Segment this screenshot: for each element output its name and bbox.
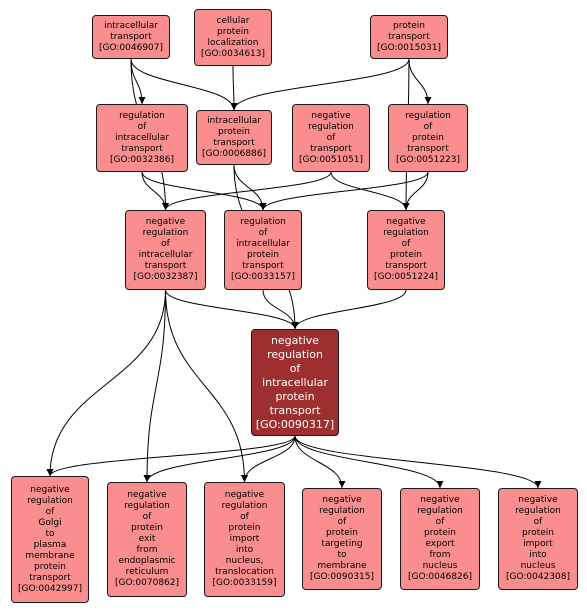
- node-regulation-of-protein-transport[interactable]: regulation of protein transport [GO:0051…: [388, 104, 468, 172]
- edge-GO0046907-to-GO0006886: [130, 58, 238, 111]
- edge-GO0006886-to-GO0033157: [233, 164, 267, 211]
- edge-GO0051051-to-GO0032387: [162, 171, 332, 211]
- edge-GO0090317-to-GO0033159: [241, 435, 296, 483]
- node-negative-regulation-of-protein-exit-from-er[interactable]: negative regulation of protein exit from…: [107, 482, 187, 597]
- edge-GO0051224-to-GO0090317: [291, 289, 407, 330]
- edge-GO0090317-to-GO0042308: [294, 435, 542, 489]
- node-negative-regulation-of-protein-transport[interactable]: negative regulation of protein transport…: [367, 210, 445, 290]
- node-negative-regulation-of-protein-export-from-nucleus[interactable]: negative regulation of protein export fr…: [400, 488, 480, 590]
- edge-GO0051223-to-GO0051224: [402, 171, 429, 211]
- node-negative-regulation-of-transport[interactable]: negative regulation of transport [GO:005…: [292, 104, 370, 172]
- edge-GO0032387-to-GO0090317: [165, 289, 299, 330]
- node-negative-regulation-of-intracellular-protein-transport[interactable]: negative regulation of intracellular pro…: [251, 329, 339, 436]
- edge-GO0032387-to-GO0042997: [46, 289, 166, 477]
- node-negative-regulation-of-intracellular-transport[interactable]: negative regulation of intracellular tra…: [125, 210, 206, 290]
- node-intracellular-protein-transport[interactable]: intracellular protein transport [GO:0006…: [196, 110, 272, 165]
- node-intracellular-transport[interactable]: intracellular transport [GO:0046907]: [92, 15, 170, 59]
- edge-GO0034613-to-GO0006886: [230, 65, 238, 111]
- edge-GO0090317-to-GO0090315: [294, 435, 346, 489]
- edge-GO0015031-to-GO0006886: [230, 58, 410, 111]
- edge-GO0090317-to-GO0046826: [294, 435, 444, 489]
- edge-GO0032387-to-GO0070862: [143, 289, 166, 483]
- edge-GO0090317-to-GO0070862: [143, 435, 296, 483]
- node-negative-regulation-of-golgi-to-plasma-membrane-protein-transport[interactable]: negative regulation of Golgi to plasma m…: [11, 476, 89, 603]
- node-negative-regulation-of-protein-import-into-nucleus[interactable]: negative regulation of protein import in…: [498, 488, 578, 590]
- edge-GO0032386-to-GO0033157: [141, 171, 267, 211]
- node-regulation-of-intracellular-transport[interactable]: regulation of intracellular transport [G…: [96, 104, 188, 172]
- node-protein-transport[interactable]: protein transport [GO:0015031]: [370, 15, 448, 59]
- node-cellular-protein-localization[interactable]: cellular protein localization [GO:003461…: [194, 9, 272, 66]
- node-regulation-of-intracellular-protein-transport[interactable]: regulation of intracellular protein tran…: [224, 210, 302, 290]
- node-negative-regulation-of-protein-import-into-nucleus-translocation[interactable]: negative regulation of protein import in…: [204, 482, 285, 597]
- edge-GO0090317-to-GO0042997: [46, 435, 296, 477]
- node-negative-regulation-of-protein-targeting-to-membrane[interactable]: negative regulation of protein targeting…: [302, 488, 382, 590]
- edge-GO0051223-to-GO0033157: [259, 171, 429, 211]
- edge-GO0015031-to-GO0051223: [408, 58, 432, 105]
